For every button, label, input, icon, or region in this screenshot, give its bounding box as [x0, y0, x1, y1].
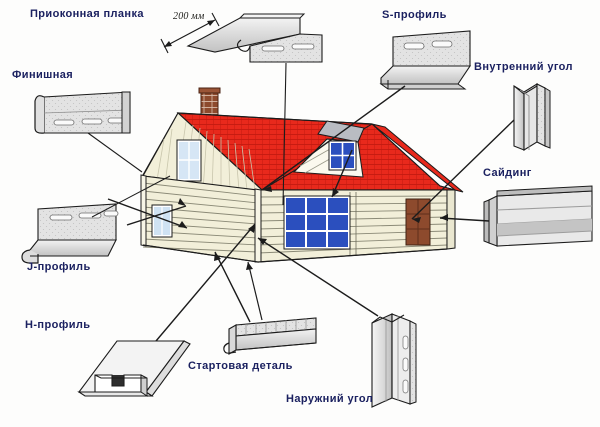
house-illustration — [140, 87, 464, 263]
part-s-profile — [379, 30, 472, 90]
part-siding-panel — [483, 185, 593, 247]
label-s-profile: S-профиль — [382, 9, 447, 21]
label-finish-strip: Финишная — [12, 69, 74, 81]
label-outer-corner: Наружний угол — [286, 393, 374, 405]
part-starter-strip — [223, 317, 317, 355]
part-j-profile — [21, 203, 119, 264]
part-finish-strip — [34, 91, 131, 134]
right-wall — [446, 189, 456, 250]
label-window-trim-dimension: 200 мм — [173, 11, 205, 22]
label-window-trim: Приоконная планка — [30, 8, 144, 20]
part-window-trim — [160, 12, 323, 63]
gable-wall — [142, 112, 264, 194]
part-h-profile — [77, 340, 191, 397]
dormer — [292, 120, 365, 178]
label-starter-strip: Стартовая деталь — [188, 360, 293, 372]
leader-lines — [87, 62, 515, 342]
label-inner-corner: Внутренний угол — [474, 61, 573, 73]
label-siding: Сайдинг — [483, 167, 532, 179]
label-j-profile: J-профиль — [27, 261, 91, 273]
label-h-profile: H-профиль — [25, 319, 91, 331]
part-outer-corner — [371, 313, 417, 408]
part-inner-corner — [513, 83, 551, 151]
front-wall — [257, 189, 448, 263]
left-wall — [142, 175, 259, 263]
